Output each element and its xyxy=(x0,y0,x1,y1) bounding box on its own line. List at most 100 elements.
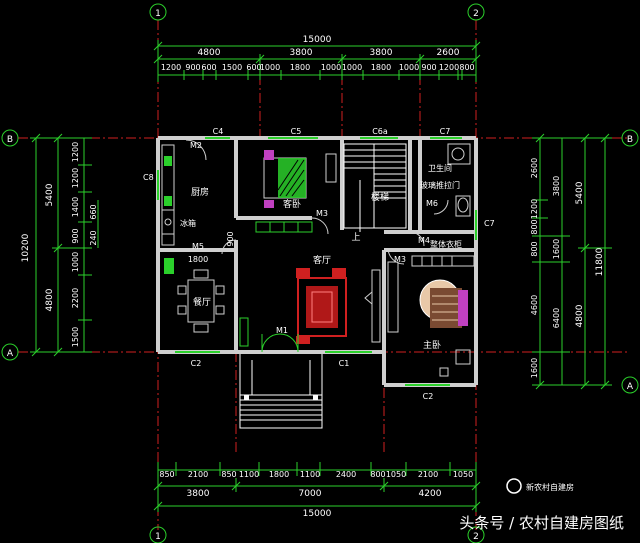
right-dim-inner-6: 1600 xyxy=(530,358,539,378)
left-dim-inner-6: 1500 xyxy=(71,327,80,347)
tag-m2: M2 xyxy=(190,141,202,150)
tag-m4: M4 xyxy=(418,236,430,245)
dining-table xyxy=(177,269,225,333)
bottom-dimension-ticks xyxy=(153,481,481,511)
grid-label-b-left: B xyxy=(7,135,13,145)
watermark-brand: 新农村自建房 xyxy=(526,482,574,492)
right-dim-inner-5: 4600 xyxy=(530,295,539,315)
master-furniture xyxy=(387,255,475,377)
top-dim-3-1: 900 xyxy=(185,63,200,72)
dining-cabinet xyxy=(239,317,249,347)
top-overall-dimension: 15000 xyxy=(303,35,332,45)
right-dim-inner-3: 800 xyxy=(530,241,539,256)
grid-label-1-top: 1 xyxy=(155,9,161,19)
bottom-dim-row1: 850 2100 850 1100 1800 1100 2400 800 105… xyxy=(159,470,473,479)
top-dim-row3: 1200 900 600 1500 600 1000 1800 1000 100… xyxy=(161,63,475,72)
right-dim-outer-1: 4800 xyxy=(575,304,585,327)
left-dim-inner-0: 1200 xyxy=(71,142,80,162)
left-dim-small-1: 240 xyxy=(89,230,98,245)
top-dim-3-2: 600 xyxy=(201,63,216,72)
bottom-dim-1-1: 2100 xyxy=(188,470,208,479)
bottom-dim-1-9: 2100 xyxy=(418,470,438,479)
grid-label-2-top: 2 xyxy=(473,9,479,19)
left-dim-inner-4: 1000 xyxy=(71,252,80,272)
tag-c4: C4 xyxy=(213,127,224,136)
tag-m1: M1 xyxy=(276,326,288,335)
glass-door-label: 玻璃推拉门 xyxy=(420,180,460,190)
living-sofa xyxy=(296,268,347,344)
right-dim-mid-2: 6400 xyxy=(552,308,561,328)
top-dim-2-1: 3800 xyxy=(290,48,313,58)
left-dimension-ticks xyxy=(31,133,63,357)
top-dim-3-10: 1000 xyxy=(399,63,419,72)
top-dim-3-6: 1800 xyxy=(290,63,310,72)
wardrobe-label: 整体衣柜 xyxy=(430,239,462,249)
tag-m5: M5 xyxy=(192,242,204,251)
top-dim-3-11: 900 xyxy=(421,63,436,72)
grid-label-b-right: B xyxy=(627,135,633,145)
right-dim-outer-0: 5400 xyxy=(575,181,585,204)
windows xyxy=(157,137,477,386)
bottom-dim-1-2: 850 xyxy=(221,470,236,479)
left-dim-small-0: 660 xyxy=(89,204,98,219)
doors xyxy=(185,139,449,265)
bottom-dim-2-2: 4200 xyxy=(419,489,442,499)
tag-c1: C1 xyxy=(339,359,350,368)
right-dim-inner-1: 1200 xyxy=(530,199,539,219)
room-label-living: 客厅 xyxy=(313,254,331,266)
tag-c6a: C6a xyxy=(372,127,388,136)
tag-c7: C7 xyxy=(440,127,451,136)
grid-label-a-left: A xyxy=(7,349,14,359)
right-dim-inner-0: 2600 xyxy=(530,158,539,178)
top-dimension-ticks xyxy=(153,41,481,64)
top-dimension-lines xyxy=(157,40,477,82)
room-label-master-bedroom: 主卧 xyxy=(423,339,441,351)
room-label-bathroom: 卫生间 xyxy=(428,163,452,173)
kitchen-counter xyxy=(161,144,175,246)
bottom-dim-2-0: 3800 xyxy=(187,489,210,499)
bottom-dimension-lines xyxy=(157,462,477,512)
bottom-dim-1-3: 1100 xyxy=(239,470,259,479)
left-dim-inner: 1200 1200 1400 900 1000 2200 1500 660 24… xyxy=(71,142,98,347)
tag-dim-1800: 1800 xyxy=(188,255,208,264)
top-dim-3-3: 1500 xyxy=(222,63,242,72)
watermark: 新农村自建房 头条号 / 农村自建房图纸 xyxy=(459,478,624,532)
watermark-source: 头条号 / 农村自建房图纸 xyxy=(459,514,624,532)
bottom-dim-1-6: 2400 xyxy=(336,470,356,479)
right-overall-dimension: 11800 xyxy=(595,247,605,276)
left-overall-dimension: 10200 xyxy=(21,233,31,262)
top-dim-3-12: 1200 xyxy=(439,63,459,72)
top-dim-3-7: 1000 xyxy=(321,63,341,72)
top-dim-3-13: 800 xyxy=(459,63,474,72)
grid-label-a-right: A xyxy=(627,382,634,392)
fridge-label: 冰箱 xyxy=(180,218,196,228)
room-label-guest-bedroom: 客卧 xyxy=(283,198,301,210)
left-dim-inner-1: 1200 xyxy=(71,168,80,188)
axis-lines xyxy=(18,20,628,530)
tag-c5: C5 xyxy=(291,127,302,136)
room-label-stairs: 楼梯 xyxy=(371,191,389,203)
entrance-pillars xyxy=(244,395,318,400)
opening-tags: C4 C5 C6a C7 C7 C8 C2 C1 C2 M1 M2 M3 M3 … xyxy=(143,127,495,401)
right-dim-inner: 2600 1200 800 800 1600 4600 1600 3800 16… xyxy=(530,158,561,378)
top-dim-3-4: 600 xyxy=(246,63,261,72)
top-dim-2-3: 2600 xyxy=(437,48,460,58)
grid-label-2-bottom: 2 xyxy=(473,532,479,542)
guest-bed xyxy=(263,150,337,208)
top-dim-3-5: 1000 xyxy=(260,63,280,72)
entrance-steps xyxy=(239,351,323,429)
bottom-dim-1-7: 800 xyxy=(370,470,385,479)
right-dim-mid-0: 3800 xyxy=(552,176,561,196)
left-dim-inner-2: 1400 xyxy=(71,197,80,217)
tag-c2-left: C2 xyxy=(191,359,202,368)
right-dim-mid-1: 1600 xyxy=(552,239,561,259)
room-label-dining: 餐厅 xyxy=(193,296,211,308)
right-dimension-lines xyxy=(532,137,612,386)
room-label-kitchen: 厨房 xyxy=(191,186,209,198)
guest-wardrobe xyxy=(255,221,313,233)
kitchen-sink xyxy=(164,156,172,206)
bottom-overall-dimension: 15000 xyxy=(303,509,332,519)
top-dim-3-9: 1800 xyxy=(371,63,391,72)
top-dim-2-0: 4800 xyxy=(198,48,221,58)
